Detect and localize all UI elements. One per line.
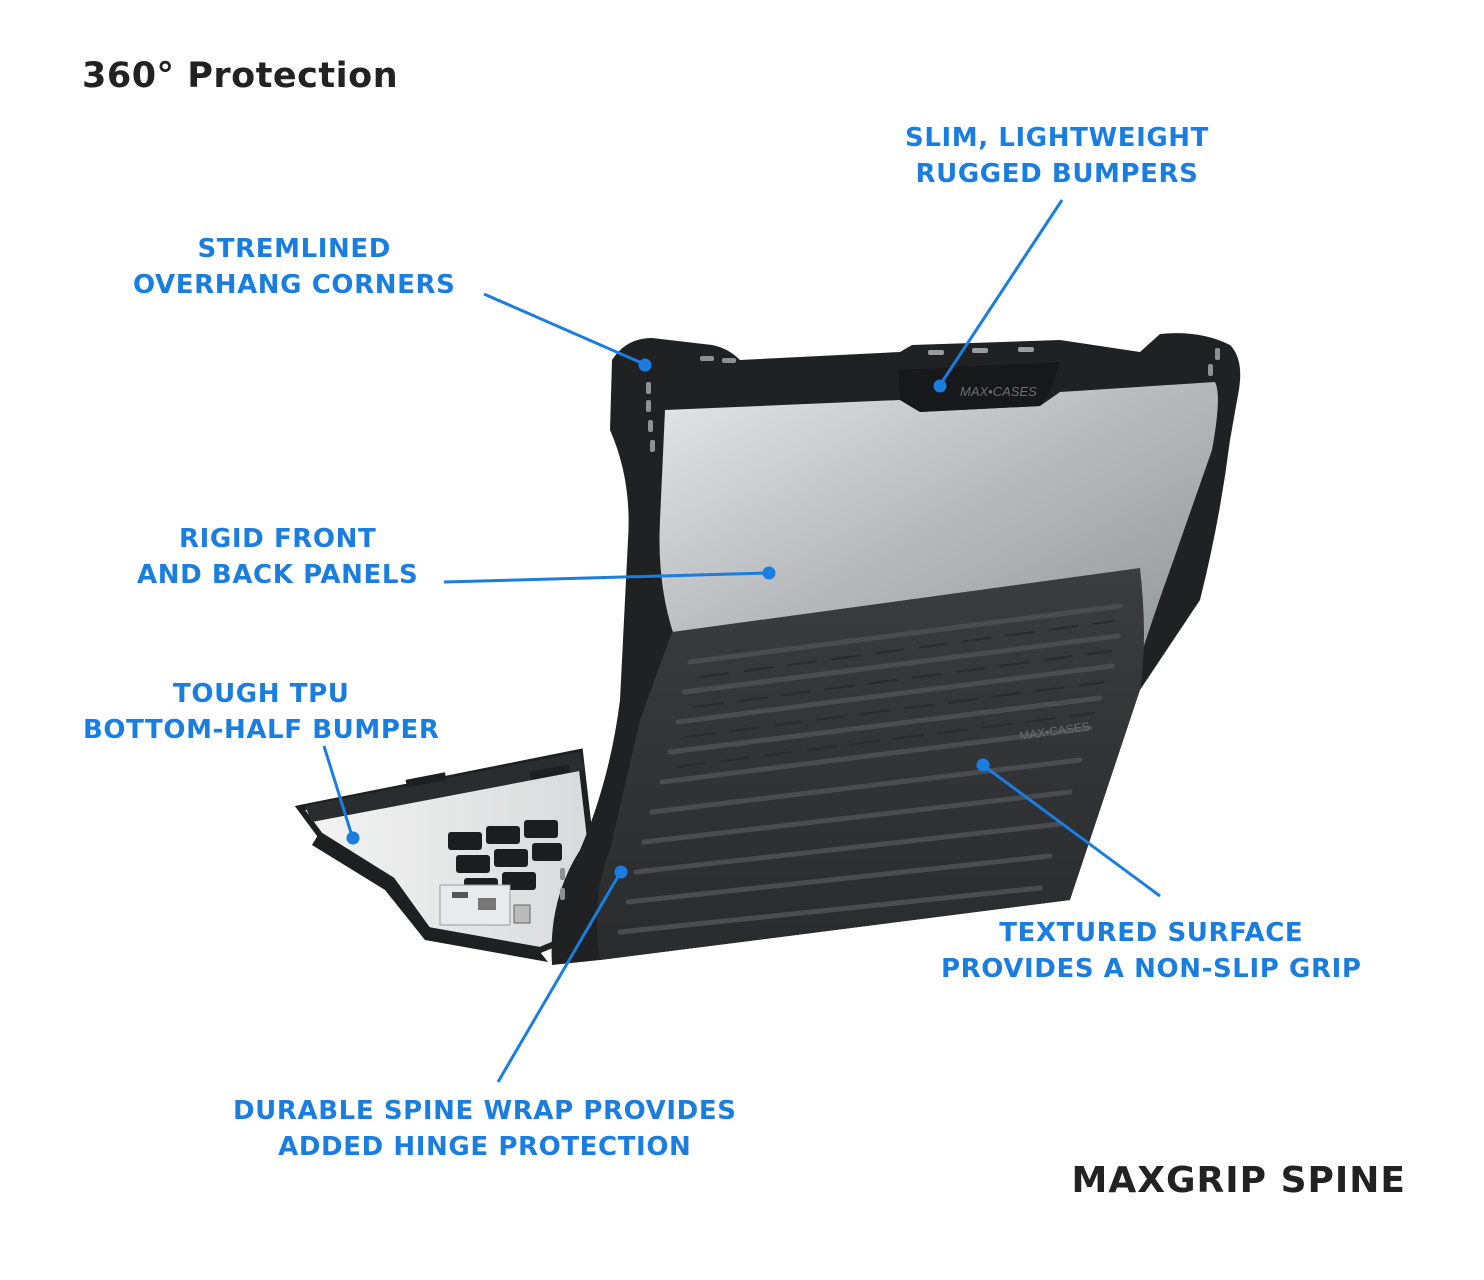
leader-bumpers <box>938 199 1064 386</box>
callout-line: DURABLE SPINE WRAP PROVIDES <box>233 1096 737 1126</box>
callout-line: RIGID FRONT <box>179 524 377 554</box>
page-title: 360° Protection <box>82 56 399 96</box>
callout-line: ADDED HINGE PROTECTION <box>278 1132 692 1162</box>
leader-dot-corners <box>638 358 652 372</box>
laptop-base <box>294 748 604 962</box>
callout-line: SLIM, LIGHTWEIGHT <box>905 123 1209 153</box>
callout-line: BOTTOM-HALF BUMPER <box>83 715 440 745</box>
callout-overhang-corners: STREMLINED OVERHANG CORNERS <box>133 231 455 303</box>
corner-vents <box>560 356 736 900</box>
leader-dot-panels <box>762 566 776 580</box>
callout-line: RUGGED BUMPERS <box>915 159 1199 189</box>
leader-dot-tpu <box>346 831 360 845</box>
callout-rugged-bumpers: SLIM, LIGHTWEIGHT RUGGED BUMPERS <box>905 120 1209 192</box>
callout-line: STREMLINED <box>197 234 391 264</box>
case-logo-top: MAX•CASES <box>960 384 1037 399</box>
callout-rigid-panels: RIGID FRONT AND BACK PANELS <box>137 521 418 593</box>
callout-tpu-bumper: TOUGH TPU BOTTOM-HALF BUMPER <box>83 676 439 748</box>
leader-spine <box>496 872 622 1083</box>
leader-dot-texture <box>976 758 990 772</box>
leader-dot-bumpers <box>933 379 947 393</box>
keyboard <box>448 820 562 896</box>
leader-panels <box>443 571 769 584</box>
callout-line: TOUGH TPU <box>173 679 350 709</box>
callout-spine-wrap: DURABLE SPINE WRAP PROVIDES ADDED HINGE … <box>233 1093 737 1165</box>
callout-textured-surface: TEXTURED SURFACE PROVIDES A NON-SLIP GRI… <box>941 915 1362 987</box>
leader-tpu <box>322 745 354 837</box>
callout-line: OVERHANG CORNERS <box>133 270 456 300</box>
leader-corners <box>483 292 645 366</box>
callout-line: AND BACK PANELS <box>137 560 419 590</box>
product-name: MAXGRIP SPINE <box>1071 1160 1406 1201</box>
callout-line: PROVIDES A NON-SLIP GRIP <box>941 954 1362 984</box>
textured-spine-wrap: MAX•CASES <box>596 568 1144 960</box>
leader-texture <box>983 764 1161 898</box>
leader-lines <box>322 199 1161 1083</box>
leader-dot-spine <box>614 865 628 879</box>
callout-line: TEXTURED SURFACE <box>999 918 1304 948</box>
